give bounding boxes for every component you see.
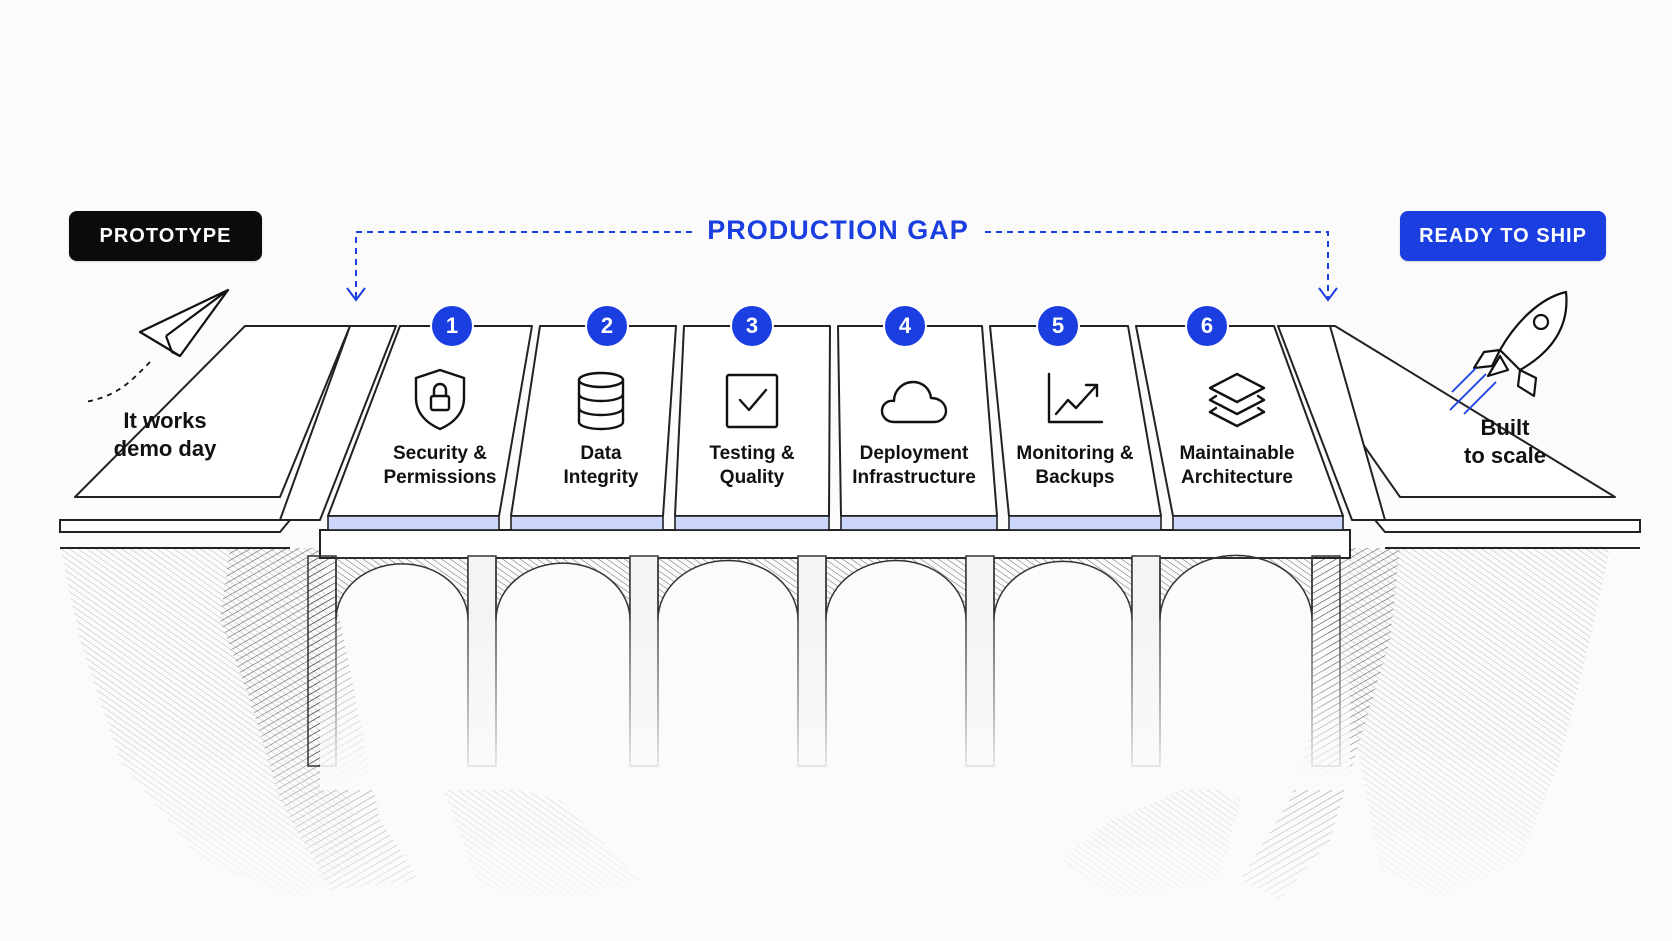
bridge-structure <box>307 529 1351 790</box>
cloud-icon <box>878 376 950 433</box>
step-label-line2: Quality <box>719 467 785 488</box>
step-label-line1: Monitoring & <box>1016 443 1134 464</box>
database-icon <box>565 370 637 437</box>
left-ramp <box>279 325 397 521</box>
step-number-6: 6 <box>1185 304 1229 348</box>
step-label-line1: Testing & <box>709 443 795 464</box>
step-number-2: 2 <box>585 304 629 348</box>
step-label: Testing & Quality <box>677 442 827 490</box>
bridge-arch <box>825 557 967 621</box>
step-number-3: 3 <box>730 304 774 348</box>
bridge-segment <box>674 325 831 531</box>
step-label-line2: Backups <box>1035 467 1115 488</box>
layers-icon <box>1201 370 1273 437</box>
step-label-line1: Data <box>580 443 622 464</box>
production-gap-bracket <box>346 231 1338 302</box>
step-number-1: 1 <box>430 304 474 348</box>
shield-lock-icon <box>404 366 476 437</box>
left-cliff <box>40 548 680 941</box>
prototype-caption-line2: demo day <box>113 436 217 461</box>
step-label-line2: Infrastructure <box>852 467 976 488</box>
left-ground <box>59 325 351 549</box>
prototype-badge: PROTOTYPE <box>69 211 262 261</box>
line-chart-icon <box>1039 370 1111 433</box>
bridge-segment <box>327 325 533 531</box>
checkbox-icon <box>716 370 788 437</box>
bridge-arch <box>1159 554 1313 621</box>
ship-caption-line2: to scale <box>1464 443 1546 468</box>
step-number-4: 4 <box>883 304 927 348</box>
step-label: Monitoring & Backups <box>1000 442 1150 490</box>
step-label-line1: Security & <box>393 443 487 464</box>
right-ramp <box>1277 325 1386 521</box>
bridge-segment <box>510 325 677 531</box>
prototype-caption: It works demo day <box>90 407 240 463</box>
step-label-line1: Deployment <box>859 443 969 464</box>
production-gap-title: PRODUCTION GAP <box>693 215 983 246</box>
prototype-caption-line1: It works <box>123 408 207 433</box>
ship-caption-line1: Built <box>1480 415 1530 440</box>
step-label-line2: Integrity <box>563 467 639 488</box>
bridge-arch <box>657 557 799 621</box>
rocket-icon <box>1449 290 1568 415</box>
ready-to-ship-badge: READY TO SHIP <box>1400 211 1606 261</box>
bridge-arch <box>993 557 1133 621</box>
bridge-segments <box>327 325 1344 531</box>
step-label-line2: Permissions <box>383 467 497 488</box>
step-label-line1: Maintainable <box>1179 443 1295 464</box>
bridge-segment <box>1135 325 1344 531</box>
ship-caption: Built to scale <box>1430 414 1580 470</box>
step-label-line2: Architecture <box>1181 467 1293 488</box>
bridge-arch <box>495 557 631 621</box>
bridge-arch <box>335 557 469 621</box>
paper-plane-icon <box>84 288 230 403</box>
step-label: Security & Permissions <box>365 442 515 490</box>
step-number-5: 5 <box>1036 304 1080 348</box>
